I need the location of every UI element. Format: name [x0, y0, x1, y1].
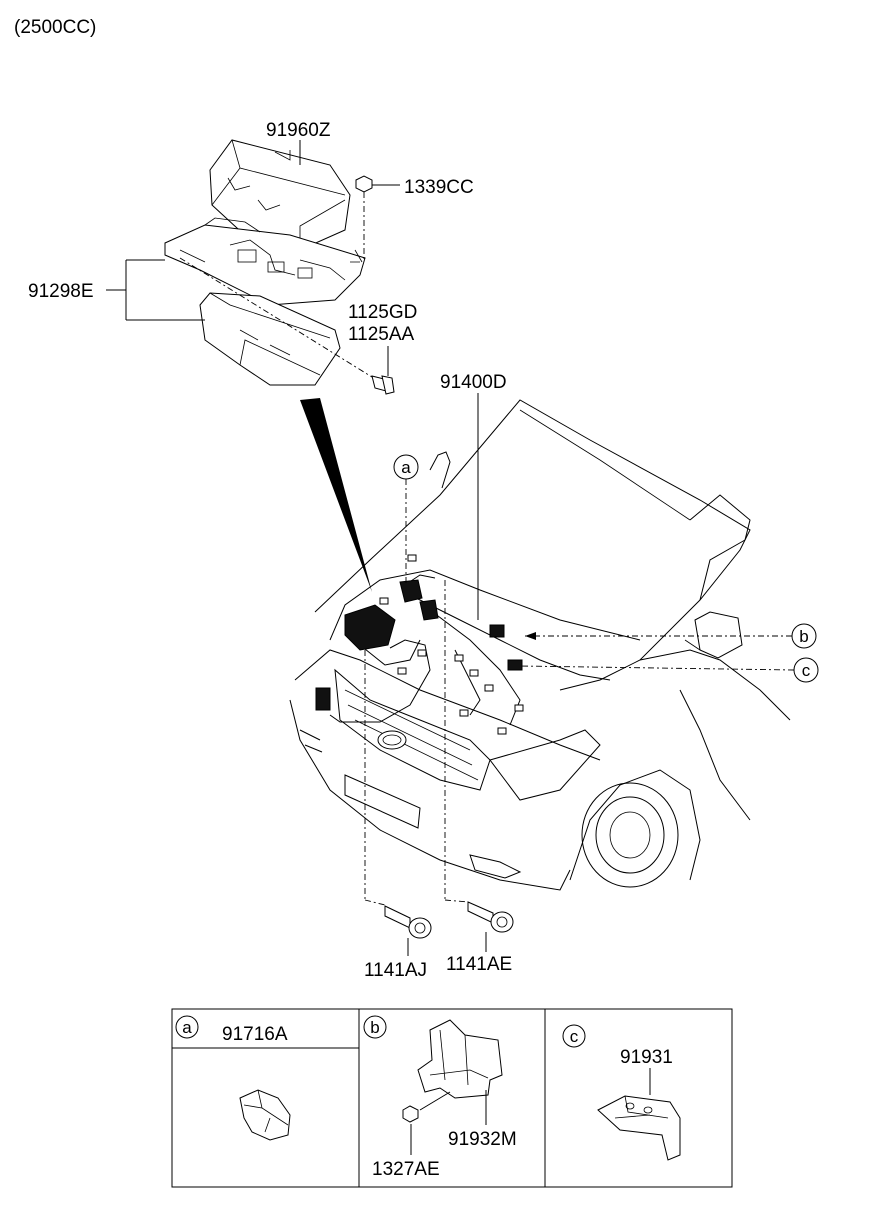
- bracket-fuse-box: [106, 259, 205, 321]
- detail-letter-a: a: [182, 1018, 192, 1037]
- label-91400D: 91400D: [440, 372, 507, 393]
- label-1141AE: 1141AE: [446, 954, 512, 975]
- fuse-box-lower-case: [199, 292, 341, 386]
- label-1141AJ: 1141AJ: [364, 960, 427, 981]
- callout-c: c: [519, 657, 819, 683]
- detail-panel-a: a 91716A: [175, 1015, 291, 1141]
- fuse-box-cover: [209, 139, 351, 251]
- vehicle-front: [289, 399, 791, 891]
- detail-table: [171, 1008, 733, 1188]
- detail-letter-c: c: [570, 1027, 579, 1046]
- label-91960Z: 91960Z: [266, 120, 331, 141]
- assembly-line-ends: [364, 899, 469, 906]
- nut-icon: [355, 175, 400, 260]
- label-1125GD: 1125GD: [348, 302, 417, 323]
- detail-panel-b: b 1327AE 91932M: [363, 1015, 517, 1180]
- label-1327AE: 1327AE: [372, 1159, 440, 1180]
- fuse-box-relay-block: [164, 217, 366, 306]
- bolt-icon: [371, 346, 395, 395]
- label-1339CC: 1339CC: [404, 177, 474, 198]
- svg-text:b: b: [799, 627, 808, 646]
- svg-text:c: c: [802, 661, 811, 680]
- wiring-harness: [315, 554, 611, 735]
- label-91931: 91931: [620, 1047, 673, 1068]
- detail-letter-b: b: [370, 1018, 379, 1037]
- bolt-aj-icon: [384, 905, 432, 956]
- location-pointer: [300, 398, 372, 592]
- label-91716A: 91716A: [222, 1024, 288, 1045]
- label-91932M: 91932M: [448, 1129, 517, 1150]
- callout-b: b: [525, 623, 817, 649]
- leader-nut: [419, 1091, 451, 1111]
- label-1125AA: 1125AA: [348, 324, 415, 345]
- engine-designation: (2500CC): [14, 17, 96, 38]
- detail-panel-c: c 91931: [562, 1024, 681, 1161]
- svg-text:a: a: [401, 458, 411, 477]
- callout-a: a: [393, 454, 419, 585]
- bolt-ae-icon: [467, 901, 514, 952]
- assembly-line-bolt: [179, 257, 381, 383]
- label-91298E: 91298E: [28, 281, 94, 302]
